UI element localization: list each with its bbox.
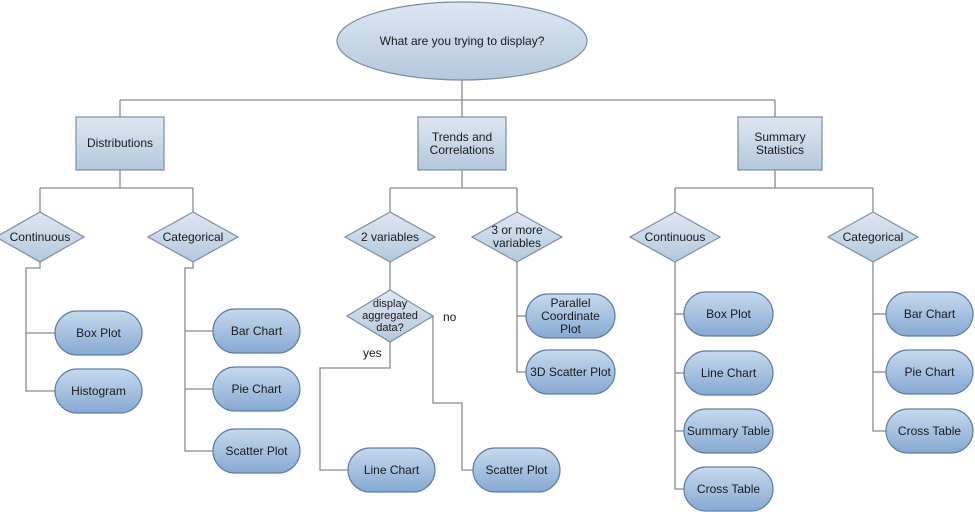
three-variables-diamond — [470, 211, 564, 263]
connector-lines — [25, 80, 886, 490]
sum-box-plot-pill — [683, 291, 774, 337]
dist-categorical-diamond — [146, 211, 240, 263]
dist-continuous-diamond — [0, 211, 86, 263]
sum-pie-chart-pill — [885, 349, 974, 395]
scatter-3d-pill — [525, 349, 616, 395]
dist-box-plot-pill — [54, 310, 143, 356]
root-question-ellipse — [336, 1, 588, 81]
sum-line-chart-pill — [683, 350, 774, 396]
sum-continuous-diamond — [628, 211, 722, 263]
trends-box — [417, 116, 507, 171]
dist-scatter-plot-pill — [212, 428, 301, 474]
dist-pie-chart-pill — [212, 366, 301, 412]
parallel-coordinate-pill — [525, 293, 616, 339]
aggregated-data-diamond — [345, 289, 435, 343]
two-variables-diamond — [343, 211, 437, 263]
distributions-box — [75, 116, 165, 171]
summary-box — [737, 116, 823, 171]
no-edge-label: no — [443, 310, 457, 324]
dist-bar-chart-pill — [212, 308, 301, 354]
dist-histogram-pill — [54, 368, 143, 414]
sum-bar-chart-pill — [885, 291, 974, 337]
agg-scatter-plot-pill — [472, 447, 561, 493]
agg-line-chart-pill — [347, 447, 436, 493]
sum-categorical-diamond — [826, 211, 920, 263]
cat-cross-table-pill — [885, 408, 974, 454]
sum-cross-table-pill — [683, 466, 774, 512]
summary-table-pill — [683, 408, 774, 454]
yes-edge-label: yes — [363, 346, 382, 360]
